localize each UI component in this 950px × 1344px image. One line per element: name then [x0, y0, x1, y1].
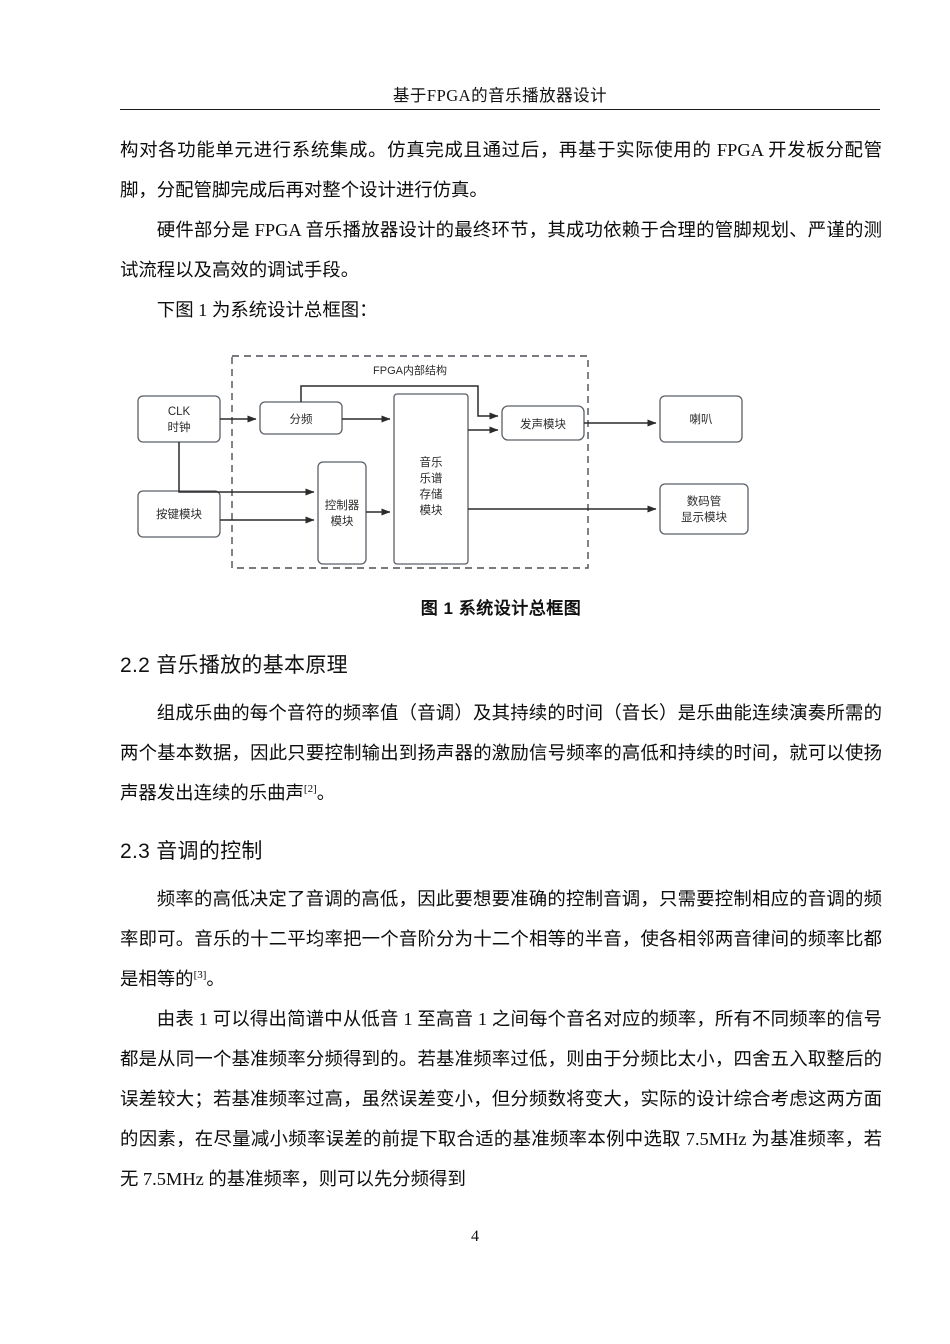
document-body: 构对各功能单元进行系统集成。仿真完成且通过后，再基于实际使用的 FPGA 开发板…	[120, 130, 882, 1199]
block-diagram-svg: FPGA内部结构 CLK 时钟 按键模块 分频 控制器 模块 音乐 乐谱	[137, 355, 749, 569]
header-divider	[120, 108, 880, 110]
citation-ref-3: [3]	[193, 968, 207, 981]
paragraph-1: 构对各功能单元进行系统集成。仿真完成且通过后，再基于实际使用的 FPGA 开发板…	[120, 140, 882, 200]
node-music-storage-label-line4: 模块	[420, 504, 443, 517]
figure-top-spacer	[120, 330, 882, 344]
edge-divider-feedback-to-sound	[300, 385, 499, 420]
paragraph-5: 频率的高低决定了音调的高低，因此要想要准确的控制音调，只需要控制相应的音调的频率…	[120, 879, 882, 999]
paragraph-4-text: 组成乐曲的每个音符的频率值（音调）及其持续的时间（音长）是乐曲能连续演奏所需的两…	[120, 703, 882, 803]
page-number: 4	[471, 1228, 479, 1245]
node-controller-box	[317, 461, 367, 565]
running-header: 基于FPGA的音乐播放器设计	[120, 86, 880, 110]
section-heading-2-3: 2.3 音调的控制	[120, 840, 263, 863]
node-controller-label-line1: 控制器	[325, 498, 360, 512]
caption-bottom-spacer	[120, 619, 882, 649]
node-display-label-line2: 显示模块	[681, 511, 727, 524]
node-music-storage-label-line3: 存储	[420, 487, 443, 501]
paragraph-6: 由表 1 可以得出简谱中从低音 1 至高音 1 之间每个音名对应的频率，所有不同…	[120, 1009, 882, 1189]
heading-23-spacer	[120, 865, 882, 879]
node-controller-label-line2: 模块	[331, 515, 354, 528]
figure-1-caption: 图 1 系统设计总框图	[420, 599, 582, 618]
paragraph-2: 硬件部分是 FPGA 音乐播放器设计的最终环节，其成功依赖于合理的管脚规划、严谨…	[120, 220, 882, 280]
citation-ref-2: [2]	[303, 782, 317, 795]
figure-1-system-block-diagram: FPGA内部结构 CLK 时钟 按键模块 分频 控制器 模块 音乐 乐谱	[120, 344, 882, 594]
node-clk-label-line1: CLK	[168, 406, 191, 418]
edge-clk-to-controller	[178, 442, 315, 496]
header-title: 基于FPGA的音乐播放器设计	[392, 86, 608, 105]
node-clk-box	[137, 395, 221, 443]
section-23-top-spacer	[120, 813, 882, 835]
node-music-storage-label-line1: 音乐	[420, 455, 443, 469]
fpga-boundary-label: FPGA内部结构	[373, 363, 447, 377]
paragraph-5-text: 频率的高低决定了音调的高低，因此要想要准确的控制音调，只需要控制相应的音调的频率…	[120, 889, 882, 989]
section-heading-2-2: 2.2 音乐播放的基本原理	[120, 654, 348, 677]
heading-22-spacer	[120, 679, 882, 693]
node-key-module-label: 按键模块	[156, 507, 202, 521]
paragraph-3: 下图 1 为系统设计总框图：	[156, 300, 378, 320]
paragraph-4-tail: 。	[316, 783, 336, 803]
node-music-storage-label-line2: 乐谱	[420, 471, 443, 485]
diagram-connectors	[178, 385, 657, 524]
node-display-label-line1: 数码管	[687, 494, 722, 508]
fpga-boundary-dashed-box	[231, 355, 589, 569]
node-speaker-box	[659, 395, 743, 443]
node-clk-label-line2: 时钟	[168, 420, 191, 434]
paragraph-5-tail: 。	[206, 969, 225, 989]
node-divider-label: 分频	[290, 412, 313, 426]
node-music-storage-box	[393, 393, 469, 565]
node-display-box	[659, 483, 749, 535]
paragraph-4: 组成乐曲的每个音符的频率值（音调）及其持续的时间（音长）是乐曲能连续演奏所需的两…	[120, 693, 882, 813]
node-speaker-label: 喇叭	[690, 412, 713, 426]
node-sound-module-label: 发声模块	[520, 417, 566, 431]
